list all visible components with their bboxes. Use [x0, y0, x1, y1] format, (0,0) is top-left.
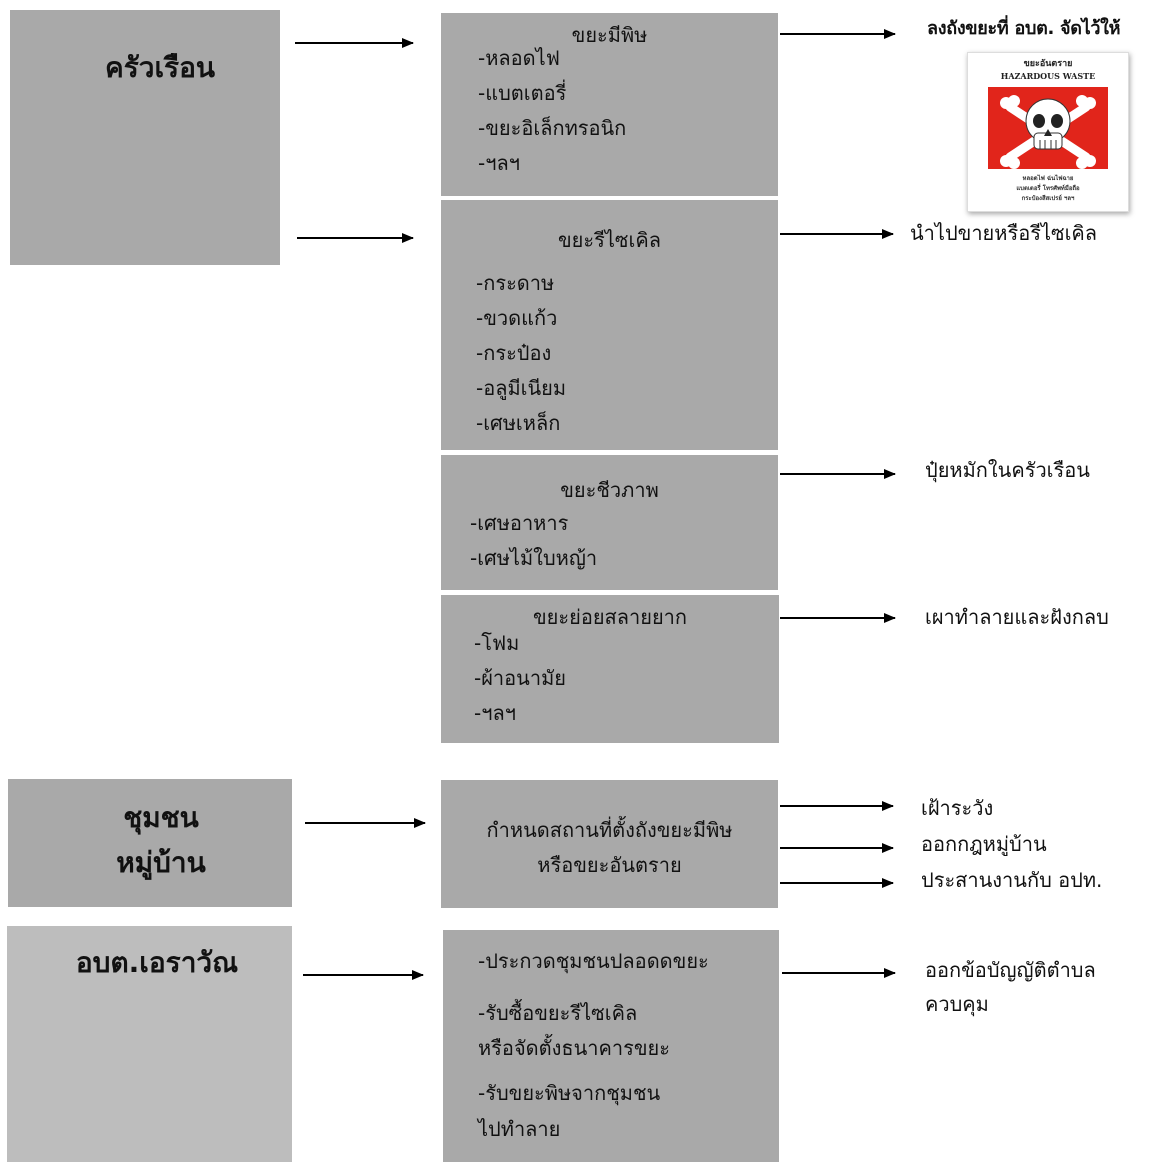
poster-footer-line: กระป๋องสีสเปรย์ ฯลฯ	[1021, 195, 1075, 202]
household-box	[10, 10, 280, 265]
sao-action-line: ออกข้อบัญญัติตำบล	[925, 958, 1096, 982]
sao-title: อบต.เอราวัณ	[75, 946, 239, 979]
skull-crossbones-icon	[1000, 95, 1096, 169]
hazardous-box	[441, 13, 778, 196]
community-title-line2: หมู่บ้าน	[116, 846, 206, 879]
community-action: ออกกฎหมู่บ้าน	[921, 832, 1047, 856]
hazardous-title: ขยะมีพิษ	[571, 23, 648, 47]
community-action-box	[441, 780, 778, 908]
poster-title: ขยะอันตราย	[1023, 59, 1073, 69]
recycle-item: -กระดาษ	[476, 271, 555, 295]
sao-box-line: ไปทำลาย	[478, 1117, 561, 1141]
sao-box-line: -ประกวดชุมชนปลอดดขยะ	[478, 949, 709, 973]
recycle-item: -ขวดแก้ว	[476, 306, 558, 330]
general-waste-item: -ฯลฯ	[474, 701, 516, 725]
recycle-item: -เศษเหล็ก	[476, 411, 561, 435]
hazardous-item: -ฯลฯ	[478, 151, 520, 175]
recycle-item: -อลูมีเนียม	[476, 376, 567, 400]
sao-action-line: ควบคุม	[925, 992, 989, 1016]
community-action: ประสานงานกับ อปท.	[921, 868, 1103, 892]
general-waste-item: -ผ้าอนามัย	[474, 666, 566, 690]
poster-red-panel	[988, 87, 1108, 169]
recycle-title: ขยะรีไซเคิล	[558, 228, 661, 252]
household-title: ครัวเรือน	[104, 51, 216, 84]
sao-box-line: -รับซื้อขยะรีไซเคิล	[478, 1001, 638, 1025]
general-waste-item: -โฟม	[474, 631, 520, 655]
sao-box-line: หรือจัดตั้งธนาคารขยะ	[478, 1036, 670, 1060]
general-waste-box	[441, 595, 779, 743]
community-box-line: กำหนดสถานที่ตั้งถังขยะมีพิษ	[486, 818, 733, 842]
hazardous-waste-poster: ขยะอันตราย HAZARDOUS WASTE	[967, 52, 1129, 212]
organic-title: ขยะชีวภาพ	[560, 478, 659, 502]
community-title-line1: ชุมชน	[123, 801, 199, 834]
organic-action: ปุ๋ยหมักในครัวเรือน	[925, 458, 1090, 482]
community-box	[8, 779, 292, 907]
poster-footer-line: หลอดไฟ ฉ่นไฟฉาย	[1022, 175, 1074, 182]
recycle-action: นำไปขายหรือรีไซเคิล	[910, 221, 1098, 245]
sao-box-line: -รับขยะพิษจากชุมชน	[478, 1081, 661, 1105]
recycle-item: -กระป๋อง	[476, 341, 552, 365]
organic-box	[441, 455, 778, 590]
recycle-box	[441, 200, 778, 450]
general-waste-action: เผาทำลายและฝังกลบ	[925, 605, 1109, 629]
poster-subtitle: HAZARDOUS WASTE	[1000, 71, 1096, 81]
community-action: เฝ้าระวัง	[921, 796, 994, 820]
sao-box	[7, 926, 292, 1162]
sao-action-box	[443, 930, 779, 1162]
hazardous-action: ลงถังขยะที่ อบต. จัดไว้ให้	[927, 18, 1121, 39]
community-box-line: หรือขยะอันตราย	[537, 853, 682, 877]
general-waste-title: ขยะย่อยสลายยาก	[532, 605, 688, 629]
hazardous-item: -แบตเตอรี่	[478, 81, 567, 105]
hazardous-item: -ขยะอิเล็กทรอนิก	[478, 116, 627, 140]
organic-item: -เศษอาหาร	[470, 511, 569, 535]
poster-footer-line: แบตเตอรี่ โทรศัพท์มือถือ	[1016, 185, 1080, 192]
hazardous-item: -หลอดไฟ	[478, 46, 560, 70]
organic-item: -เศษไม้ใบหญ้า	[470, 546, 598, 570]
